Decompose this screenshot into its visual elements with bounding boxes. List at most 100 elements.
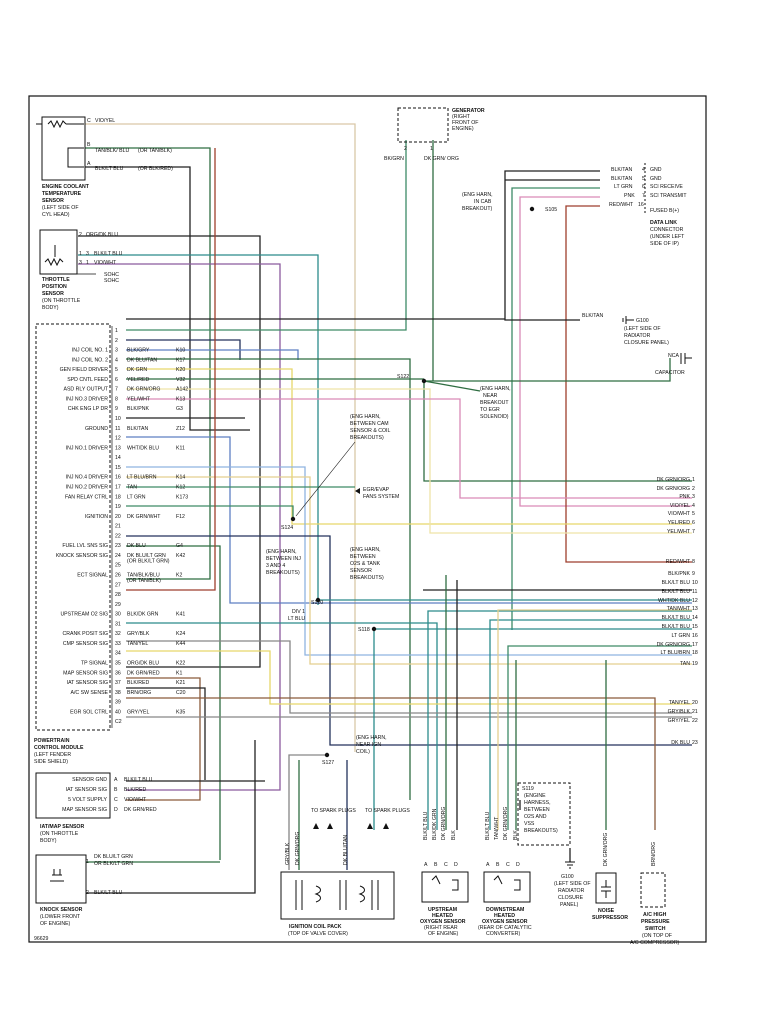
knock-sensor: 1 DK BLU/LT GRN OR BLK/LT GRN 2 BLK/LT B… (35, 854, 133, 927)
wire-label: BRN/ORG (651, 842, 657, 866)
wire (427, 610, 692, 830)
wire (126, 640, 692, 714)
right-edge-wire: LT BLU/BRN (660, 650, 690, 656)
component-label: A/C COMPRESSOR) (630, 940, 680, 946)
pcm-pin-function: FUEL LVL SNS SIG (62, 543, 108, 549)
splice-note: TO EGR (480, 407, 500, 413)
pcm-pin-circuit: Z12 (176, 426, 185, 432)
right-edge-wire: YEL/RED (668, 520, 690, 526)
coil-icon (295, 880, 379, 910)
splice-label: S118 (358, 627, 370, 633)
pcm-pin-wire: YEL/WHT (127, 396, 151, 402)
dlc-pin-row: LT GRN 6 SCI RECEIVE (614, 184, 683, 190)
splice-note: O2S AND (524, 814, 547, 820)
pcm-pin-wire: TAN/BLK/BLU (127, 573, 160, 579)
splice-s120: S120 (ENG HARN, BETWEEN INJ 3 AND 4 BREA… (266, 549, 323, 622)
pcm-pin-number: 38 (115, 690, 121, 696)
wire (507, 645, 692, 830)
iat-pin-function: SENSOR GND (72, 777, 107, 783)
splice-note: SENSOR (350, 568, 372, 574)
splice-note: BREAKOUTS) (350, 435, 384, 441)
ground-note: RADIATOR (558, 888, 585, 894)
pcm-pin-function: TP SIGNAL (81, 661, 108, 667)
splice-label: S124 (281, 525, 293, 531)
pcm-pin-number: 8 (115, 396, 118, 402)
iat-pin-function: MAP SENSOR SIG (62, 807, 107, 813)
component-label: POWERTRAIN CONTROL MODULE (LEFT FENDER S… (34, 738, 84, 765)
pcm-pin-wire: BLK/RED (127, 680, 149, 686)
pcm-pin-number: 9 (115, 406, 118, 412)
pcm-pin-circuit: K2 (176, 573, 182, 579)
wire-label: DK GRN/ORG (503, 807, 509, 840)
wire (423, 381, 692, 482)
capacitor-icon (601, 880, 611, 898)
pcm-pin-row: 34 (115, 651, 121, 657)
right-edge-number: 12 (692, 598, 698, 604)
splice-note: (ENG HARN, (462, 192, 493, 198)
ground-icon (622, 316, 627, 324)
pcm-pin-circuit: A142 (176, 387, 188, 393)
pcm-pin-row: C2 (115, 719, 122, 725)
iat-pin-letter: B (114, 787, 118, 793)
pcm-pin-function: A/C SW SENSE (71, 690, 109, 696)
pcm-pin-number: 7 (115, 387, 118, 393)
pin-function: FUSED B(+) (650, 208, 679, 214)
splice-note: BETWEEN INJ (266, 556, 301, 562)
splice-note: BREAKOUTS) (350, 575, 384, 581)
pcm-pin-number: 12 (115, 436, 121, 442)
wire-label: DK GRN/ ORG (424, 156, 459, 162)
pcm-pin-wire: BRN/ORG (127, 690, 151, 696)
component-label: FRONT OF (452, 120, 478, 126)
pcm-pin-wire: DK BLU/LT GRN (127, 553, 166, 559)
pcm-pin-wire: DK GRN/RED (127, 670, 160, 676)
wire (126, 622, 438, 830)
dlc-pin-row: PNK 7 SCI TRANSMIT (624, 193, 687, 199)
wire-label: BLK/LT BLU (94, 251, 123, 257)
splice-note: DIV 1 (292, 609, 305, 615)
right-edge-number: 18 (692, 650, 698, 656)
generator: GENERATOR (RIGHT FRONT OF ENGINE) 2 1 BK… (384, 107, 485, 162)
splice-dot (290, 516, 296, 522)
component-label: SWITCH (645, 926, 666, 932)
pcm-pin-row: 28 (115, 592, 121, 598)
pcm-pin-circuit: K173 (176, 494, 188, 500)
diagram-frame (28, 95, 707, 943)
wire (85, 166, 250, 431)
resistor-icon (44, 257, 64, 267)
pcm-pin-number: C2 (115, 719, 122, 725)
pin-label: 1 (86, 260, 89, 266)
pin-label: D (454, 862, 458, 868)
component-label: OXYGEN SENSOR (482, 919, 528, 925)
pin-label: D (516, 862, 520, 868)
pcm-pin-number: 15 (115, 465, 121, 471)
noise-suppressor-box (595, 872, 617, 904)
pin-label: 6 (642, 184, 645, 190)
pcm-pin-number: 27 (115, 582, 121, 588)
component-label: ENGINE COOLANT TEMPERATURE SENSOR (LEFT … (42, 184, 90, 218)
splice-note: BETWEEN (350, 554, 376, 560)
pcm-pin-wire: DK GRN/ORG (127, 387, 160, 393)
component-label: (ON TOP OF (642, 933, 672, 939)
pcm-pin-circuit: G4 (176, 543, 183, 549)
wire (126, 687, 206, 780)
pcm-pin-function: ASD RLY OUTPUT (64, 387, 109, 393)
pcm-pin-wire: DK GRN (127, 367, 147, 373)
pcm-pin-circuit: C20 (176, 690, 186, 696)
right-edge-wire: GRY/YEL (668, 718, 691, 724)
wire (126, 368, 692, 525)
iat-pin-function: 5 VOLT SUPPLY (68, 797, 107, 803)
to-plugs-label: TO SPARK PLUGS (311, 808, 356, 814)
component-label: GENERATOR (452, 108, 485, 114)
iat-pin-wire: BLK/LT BLU (124, 777, 153, 783)
splice-dot (421, 378, 427, 384)
wire-label: BLK/LT BLU (94, 890, 123, 896)
